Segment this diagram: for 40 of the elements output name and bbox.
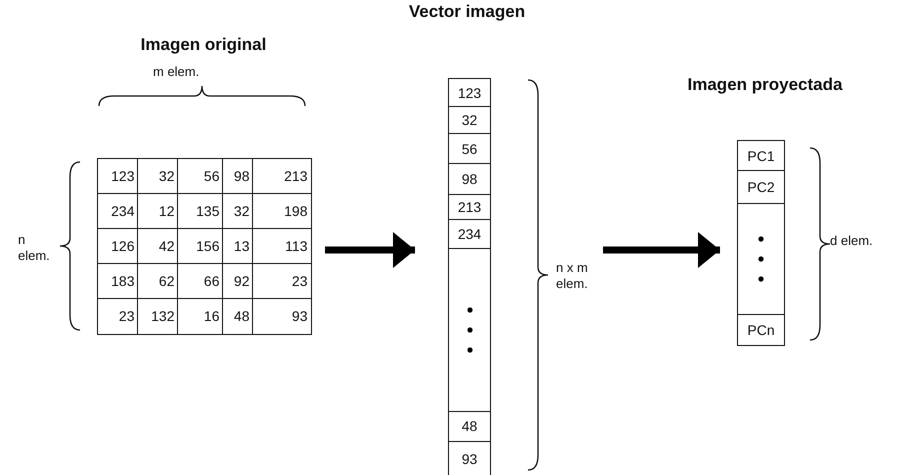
pixel-value-cell: 32 [137,158,178,194]
pixel-value-cell: 126 [97,228,138,264]
panel-heading: Vector imagen [408,2,526,22]
dimension-label: d elem. [830,233,874,249]
arrow [325,232,415,268]
pixel-value-cell: 62 [137,263,178,300]
pixel-value-cell: 132 [137,298,178,334]
pixel-value-cell: 198 [252,193,312,230]
vector-cell: 56 [448,133,491,164]
pixel-value-cell: 56 [177,158,224,194]
component-cell: PCn [737,313,785,346]
vector-cell: 213 [448,194,491,220]
pixel-value-cell: 48 [222,298,254,334]
pixel-value-cell: 213 [252,158,312,194]
pixel-value-cell: 12 [137,193,178,230]
dimension-label: n elem. [18,232,51,264]
pixel-value-cell: 135 [177,193,224,230]
pixel-value-cell: 16 [177,298,224,334]
vector-cell: 123 [448,78,491,108]
panel-heading: Imagen proyectada [686,75,844,95]
pixel-value-cell: 23 [97,298,138,334]
vector-cell: 234 [448,219,491,250]
vector-cell: 32 [448,106,491,134]
pixel-value-cell: 93 [252,298,312,334]
pixel-value-cell: 123 [97,158,138,194]
pixel-value-cell: 234 [97,193,138,230]
pixel-value-cell: 23 [252,263,312,300]
pixel-value-cell: 66 [177,263,224,300]
arrow [603,232,720,268]
component-cell: PC1 [737,140,785,172]
component-cell: PC2 [737,170,785,204]
dimension-label: m elem. [153,64,200,80]
panel-heading: Imagen original [140,35,268,55]
pixel-value-cell: 156 [177,228,224,264]
pixel-value-cell: 183 [97,263,138,300]
pixel-value-cell: 113 [252,228,312,264]
vector-cell: 98 [448,163,491,196]
pixel-value-cell: 42 [137,228,178,264]
vector-cell: 93 [448,441,491,475]
dimension-label: n x m elem. [556,260,589,292]
